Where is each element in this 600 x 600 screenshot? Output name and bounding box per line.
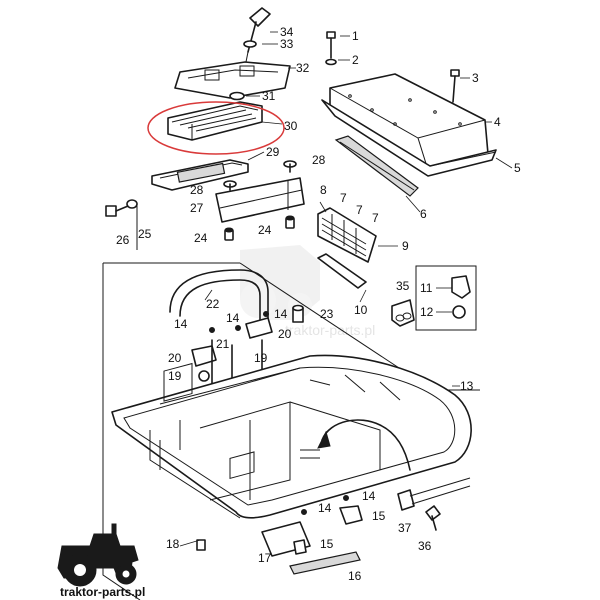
callout-30: 30 [284,119,298,133]
callout-20b: 20 [278,327,292,341]
part-18-bolt [196,539,206,551]
part-1-bolt [326,31,336,59]
callout-18: 18 [166,537,180,551]
part-3-bolt [450,69,460,103]
callout-8: 8 [320,183,327,197]
part-16-strip [289,551,361,575]
part-28-screw-a [223,180,237,191]
part-31-nut [229,91,245,101]
callout-14e: 14 [318,501,332,515]
part-23-valve [292,304,304,323]
part-28-screw-b [283,160,297,173]
callout-22: 22 [206,297,220,311]
callout-33: 33 [280,37,294,51]
callout-14a: 14 [174,317,188,331]
callout-6: 6 [420,207,427,221]
callout-28b: 28 [312,153,326,167]
callout-2: 2 [352,53,359,67]
part-15-clamp-b [293,539,307,555]
part-30-filter [167,101,263,141]
part-20-clip-a [191,345,217,367]
callout-15b: 15 [320,537,334,551]
part-8-grille [317,207,377,263]
part-34-bolt [245,7,271,63]
callout-28a: 28 [190,183,204,197]
filter-highlight-ring [147,101,285,155]
callout-10: 10 [354,303,368,317]
callout-14b: 14 [226,311,240,325]
callout-7a: 7 [340,191,347,205]
part-14-screw-a [209,327,215,333]
callout-4: 4 [494,115,501,129]
brand-logo: traktor-parts.pl [57,523,145,599]
callout-9: 9 [402,239,409,253]
part-14-screw-b [235,325,241,331]
part-29-tray [151,159,249,191]
callout-27: 27 [190,201,204,215]
callout-21: 21 [216,337,230,351]
callout-19b: 19 [254,351,268,365]
part-32-cover [174,61,291,99]
callout-31: 31 [262,89,276,103]
callout-17: 17 [258,551,272,565]
part-24-bolt-a [224,227,234,241]
part-12-cap [452,305,466,319]
callout-20a: 20 [168,351,182,365]
part-22-handle [169,269,269,323]
part-27-bracket [215,177,305,223]
part-14-screw-c [263,311,269,317]
part-19-clamp-a [198,370,210,382]
callout-7b: 7 [356,203,363,217]
callout-25: 25 [138,227,152,241]
callout-34: 34 [280,25,294,39]
leader-lines [179,31,513,547]
part-14-screw-e [301,509,307,515]
callout-7c: 7 [372,211,379,225]
callout-1: 1 [352,29,359,43]
callout-16: 16 [348,569,362,583]
callout-23: 23 [320,307,334,321]
callout-13: 13 [460,379,474,393]
callout-24b: 24 [258,223,272,237]
callout-14d: 14 [362,489,376,503]
callout-35: 35 [396,279,410,293]
part-15-clamp-a [339,505,363,525]
part-33-washer [243,40,257,48]
callout-29: 29 [266,145,280,159]
callout-32: 32 [296,61,310,75]
part-20-clip-b [245,317,273,339]
callout-36: 36 [418,539,432,553]
brand-name: traktor-parts.pl [60,585,145,599]
callout-11: 11 [420,281,433,295]
part-35-bracket [391,299,415,327]
callout-labels: 1 2 3 4 5 6 7 7 7 8 9 10 11 12 13 14 14 … [116,25,521,583]
part-36-bolt [425,505,441,531]
callout-14c: 14 [274,307,288,321]
callout-26: 26 [116,233,130,247]
part-11-12-box [415,265,477,331]
watermark-text: traktor-parts.pl [285,322,375,338]
part-2-washer [325,58,337,66]
part-10-plate [317,253,367,289]
part-24-bolt-b [285,215,295,229]
part-11-clip [451,275,471,299]
callout-3: 3 [472,71,479,85]
part-13-tub [111,354,472,519]
part-5-gasket [321,99,497,177]
part-26-bolt [105,205,129,217]
callout-24a: 24 [194,231,208,245]
callout-5: 5 [514,161,521,175]
callout-19a: 19 [168,369,182,383]
callout-15a: 15 [372,509,386,523]
part-37-bracket [397,477,471,511]
callout-12: 12 [420,305,434,319]
callout-37: 37 [398,521,412,535]
part-14-screw-d [343,495,349,501]
part-6-strip [334,135,419,197]
part-25-washer [126,199,138,250]
